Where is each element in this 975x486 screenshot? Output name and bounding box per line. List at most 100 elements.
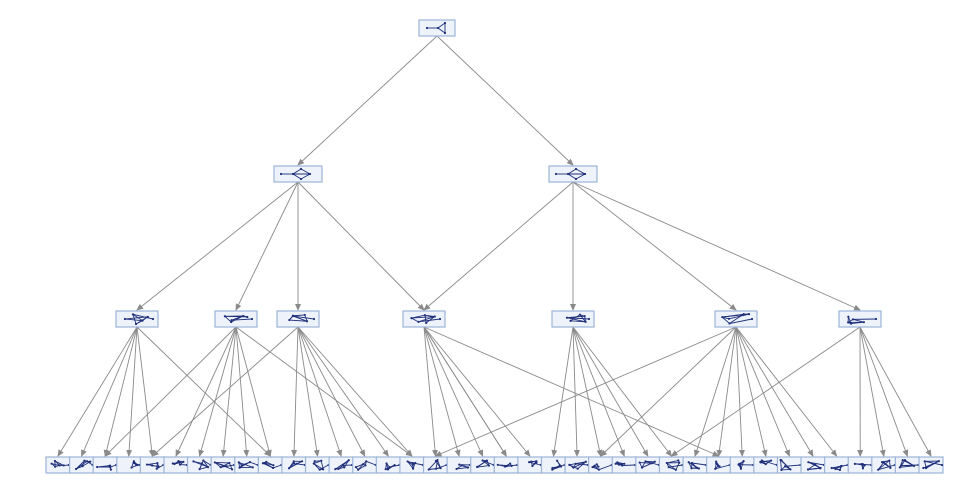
leaf-graph-icon <box>591 463 613 471</box>
graph-vertex-icon <box>714 467 717 470</box>
graph-vertex-icon <box>299 177 303 181</box>
graph-vertex-icon <box>151 464 154 467</box>
graph-vertex-icon <box>292 460 295 463</box>
graph-vertex-icon <box>638 461 641 464</box>
graph-vertex-icon <box>528 461 531 464</box>
small-graph-icon <box>565 313 591 323</box>
edge-level2-node-4-to-leaf-node-18-1 <box>423 326 461 457</box>
graph-vertex-icon <box>574 167 578 171</box>
leaf-node-24-box <box>588 456 614 474</box>
edge-level2-node-7-to-leaf-node-37-2 <box>859 326 909 457</box>
edge-level1-node-2-to-level2-node-7 <box>572 181 861 311</box>
small-graph-icon <box>223 314 254 324</box>
leaf-node-20 <box>493 456 519 474</box>
edges-layer <box>57 35 932 457</box>
graph-vertex-icon <box>300 460 304 463</box>
graph-vertex-icon <box>584 320 587 323</box>
level2-node-2 <box>214 310 258 328</box>
leaf-node-23 <box>564 456 590 474</box>
graph-vertex-icon <box>461 464 464 467</box>
graph-vertex-icon <box>742 460 745 463</box>
small-graph-icon <box>123 313 155 326</box>
leaf-node-28 <box>682 456 708 474</box>
leaf-node-21-box <box>517 456 543 474</box>
graph-vertex-icon <box>560 465 563 468</box>
level2-node-3-box <box>276 310 320 328</box>
graph-vertex-icon <box>840 464 843 468</box>
graph-vertex-icon <box>287 467 291 470</box>
edge-level2-node-6-to-leaf-node-32-4 <box>735 326 790 457</box>
graph-vertex-icon <box>308 172 312 176</box>
graph-vertex-icon <box>889 466 892 469</box>
graph-vertex-icon <box>882 461 885 464</box>
level2-node-4 <box>402 310 446 328</box>
graph-vertex-icon <box>764 462 767 466</box>
graph-vertex-icon <box>877 468 880 471</box>
graph-vertex-icon <box>145 463 149 466</box>
graph-vertex-icon <box>717 464 720 467</box>
triangle-with-tail-graph-icon <box>425 21 447 35</box>
leaf-graph-icon <box>779 458 802 472</box>
graph-vertex-icon <box>779 458 782 462</box>
leaf-graph-icon <box>551 459 566 471</box>
graph-vertex-icon <box>385 462 388 465</box>
graph-vertex-icon <box>198 468 201 471</box>
edge-level1-node-2-to-level2-node-6 <box>572 181 737 311</box>
leaf-node-1 <box>45 456 71 474</box>
graph-vertex-icon <box>58 464 61 467</box>
graph-vertex-icon <box>427 468 430 471</box>
leaf-node-24 <box>588 456 614 474</box>
graph-vertex-icon <box>438 317 442 321</box>
nodes-layer <box>45 19 944 474</box>
graph-vertex-icon <box>759 460 762 464</box>
graph-vertex-icon <box>697 467 701 470</box>
leaf-node-19 <box>470 456 496 474</box>
edge-level2-node-2-to-leaf-node-6-0 <box>175 326 237 457</box>
level1-node-2 <box>548 165 598 183</box>
graph-vertex-icon <box>923 460 926 463</box>
graph-vertex-icon <box>814 463 817 466</box>
graph-vertex-icon <box>443 31 447 35</box>
graph-vertex-icon <box>551 466 554 470</box>
edge-level2-node-3-to-leaf-node-11-0 <box>291 326 299 457</box>
graph-vertex-icon <box>173 462 176 466</box>
leaf-node-7 <box>186 456 213 474</box>
edge-level2-node-1-to-leaf-node-1-0 <box>57 326 138 457</box>
graph-vertex-icon <box>535 461 538 464</box>
graph-vertex-icon <box>466 466 469 469</box>
graph-vertex-icon <box>760 459 763 462</box>
graph-vertex-icon <box>476 465 479 469</box>
graph-vertex-icon <box>695 466 699 469</box>
graph-vertex-icon <box>880 461 884 464</box>
leaf-node-21 <box>517 456 543 474</box>
leaf-node-10 <box>257 456 283 474</box>
graph-vertex-icon <box>425 26 429 30</box>
edge-level2-node-2-to-leaf-node-16-5 <box>235 326 413 457</box>
graph-vertex-icon <box>862 321 865 324</box>
graph-vertex-icon <box>569 319 572 322</box>
edge-level2-node-5-to-leaf-node-26-4 <box>572 326 649 457</box>
graph-vertex-icon <box>242 314 245 318</box>
leaf-node-26 <box>635 456 661 474</box>
level2-node-6 <box>714 310 758 328</box>
leaf-graph-icon <box>130 460 141 469</box>
graph-vertex-icon <box>334 468 337 471</box>
leaf-node-17 <box>422 456 449 474</box>
leaf-node-6 <box>163 456 189 474</box>
edge-level2-node-1-to-leaf-node-3-2 <box>103 326 138 457</box>
graph-vertex-icon <box>225 465 228 468</box>
edge-level2-node-5-to-leaf-node-27-5 <box>572 326 673 457</box>
graph-vertex-icon <box>131 313 135 316</box>
graph-vertex-icon <box>248 461 251 464</box>
graph-vertex-icon <box>551 468 554 471</box>
graph-vertex-icon <box>157 465 160 468</box>
graph-vertex-icon <box>535 460 538 463</box>
leaf-graph-icon <box>145 461 165 470</box>
graph-vertex-icon <box>574 177 578 181</box>
leaf-node-36 <box>871 456 897 474</box>
graph-vertex-icon <box>393 463 396 467</box>
graph-vertex-icon <box>388 466 391 469</box>
edge-level2-node-6-to-leaf-node-31-3 <box>735 326 768 457</box>
graph-vertex-icon <box>481 459 484 462</box>
edge-level2-node-5-to-leaf-node-25-3 <box>572 326 625 457</box>
